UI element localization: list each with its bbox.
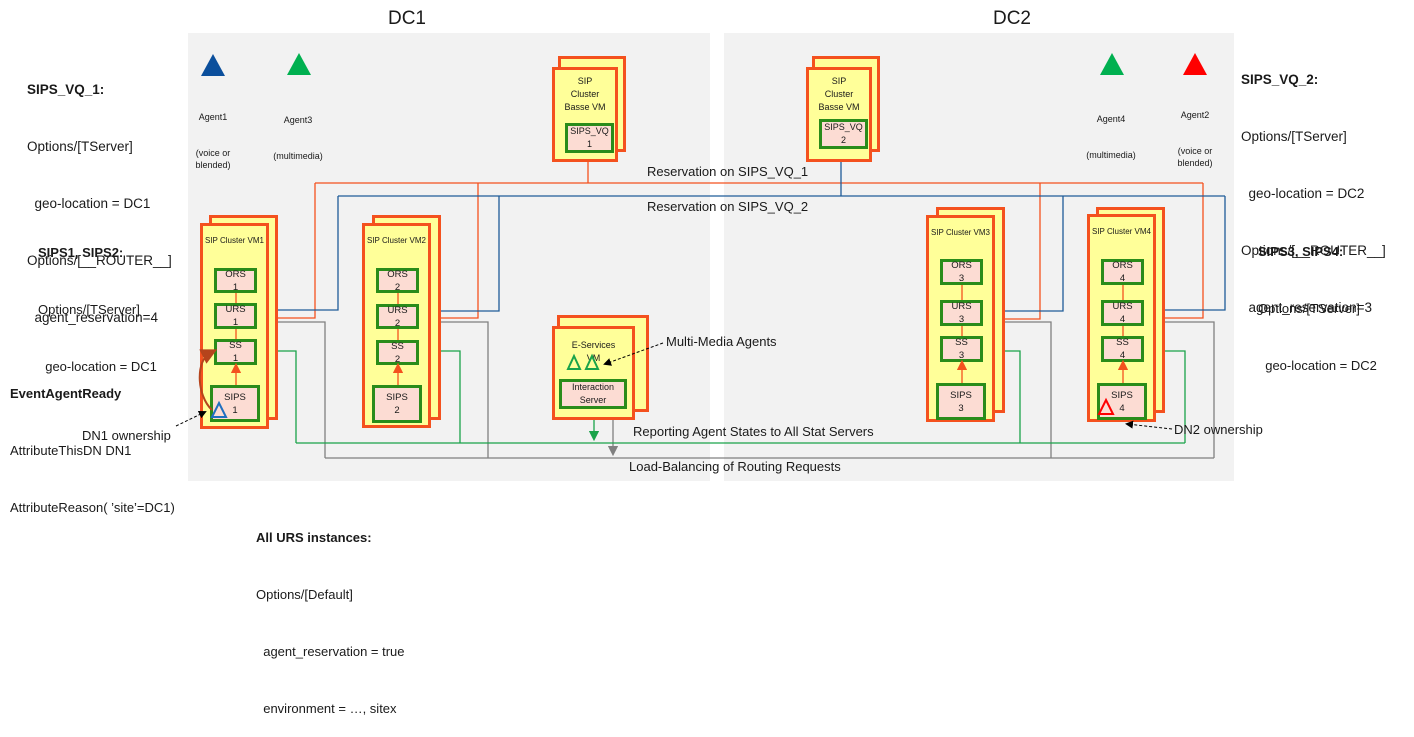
- note-title: SIPS_VQ_2:: [1241, 72, 1319, 87]
- note-title: All URS instances:: [256, 530, 372, 545]
- note-title: SIPS1, SIPS2:: [38, 245, 124, 260]
- component-sips-vq-1[interactable]: SIPS_VQ 1: [565, 123, 614, 153]
- note-line: geo-location = DC1: [38, 359, 157, 374]
- component-ors-4[interactable]: ORS 4: [1101, 259, 1144, 285]
- load-balancing-label: Load-Balancing of Routing Requests: [629, 459, 841, 474]
- component-sips-2[interactable]: SIPS 2: [372, 385, 422, 423]
- multimedia-agent-icon: [584, 353, 600, 370]
- dn2-agent-icon: [1097, 397, 1115, 415]
- note-line: agent_reservation = true: [256, 644, 405, 659]
- component-urs-3[interactable]: URS 3: [940, 300, 983, 326]
- agent4-label: Agent4 (multimedia): [1078, 89, 1144, 173]
- component-sips-vq-2[interactable]: SIPS_VQ 2: [819, 119, 868, 149]
- note-line: agent_reservation=3: [1241, 300, 1372, 315]
- reporting-label: Reporting Agent States to All Stat Serve…: [633, 424, 874, 439]
- note-line: geo-location = DC2: [1258, 358, 1377, 373]
- agent-desc: (voice or blended): [1177, 146, 1213, 168]
- component-ss-3[interactable]: SS 3: [940, 336, 983, 362]
- sips-vq-2-note: SIPS_VQ_2: Options/[TServer] geo-locatio…: [1241, 32, 1386, 336]
- vm-title: SIP Cluster VM3: [931, 228, 990, 237]
- component-ors-3[interactable]: ORS 3: [940, 259, 983, 285]
- note-line: geo-location = DC1: [27, 196, 151, 211]
- vm-box: SIP Cluster Basse VM SIPS_VQ 1: [552, 67, 618, 162]
- multimedia-agent-icon: [566, 353, 582, 370]
- note-title: SIPS3, SIPS4:: [1258, 244, 1344, 259]
- lb-urs4: [1142, 321, 1215, 458]
- component-ors-2[interactable]: ORS 2: [376, 268, 419, 293]
- note-line: Options/[TServer]: [1258, 301, 1360, 316]
- agent-name: Agent3: [283, 115, 313, 125]
- dc2-title: DC2: [992, 8, 1031, 29]
- reservation-vq2-label: Reservation on SIPS_VQ_2: [647, 199, 809, 214]
- agent-name: Agent1: [198, 112, 228, 122]
- note-title: EventAgentReady: [10, 386, 122, 401]
- note-line: Options/[Default]: [256, 587, 353, 602]
- note-line: agent_reservation=4: [27, 310, 158, 325]
- vm-title: SIP Cluster Basse VM: [818, 76, 860, 112]
- dn2-ownership-callout: DN2 ownership: [1174, 422, 1263, 437]
- agent-desc: (multimedia): [273, 151, 323, 161]
- vm-title: SIP Cluster VM4: [1092, 227, 1151, 236]
- note-line: Options/[TServer]: [27, 139, 133, 154]
- reservation-vq1-label: Reservation on SIPS_VQ_1: [647, 164, 809, 179]
- vm-box: SIP Cluster Basse VM SIPS_VQ 2: [806, 67, 872, 162]
- note-line: AttributeThisDN DN1: [10, 443, 132, 458]
- vq2-urs4: [1142, 196, 1226, 311]
- component-urs-2[interactable]: URS 2: [376, 304, 419, 329]
- sips12-note: SIPS1, SIPS2: Options/[TServer] geo-loca…: [38, 205, 157, 395]
- internal-links: [230, 285, 1129, 385]
- agent-desc: (multimedia): [1086, 150, 1136, 160]
- vm-title: SIP Cluster VM2: [367, 236, 426, 245]
- agent-name: Agent4: [1096, 114, 1126, 124]
- event-agent-ready-note: EventAgentReady AttributeThisDN DN1 Attr…: [10, 346, 175, 536]
- lb-urs1: [257, 321, 326, 458]
- agent2-label: Agent2 (voice or blended): [1170, 85, 1220, 181]
- note-line: geo-location = DC2: [1241, 186, 1365, 201]
- note-title: SIPS_VQ_1:: [27, 82, 105, 97]
- component-ors-1[interactable]: ORS 1: [214, 268, 257, 293]
- sips-vq-1-note: SIPS_VQ_1: Options/[TServer] geo-locatio…: [27, 42, 172, 346]
- dn1-ownership-callout: DN1 ownership: [82, 428, 171, 443]
- sips34-note: SIPS3, SIPS4: Options/[TServer] geo-loca…: [1258, 204, 1377, 394]
- component-interaction-server[interactable]: Interaction Server: [559, 379, 627, 409]
- dn1-agent-icon: [210, 400, 228, 418]
- component-urs-1[interactable]: URS 1: [214, 303, 257, 329]
- overlay-lines: [175, 285, 1173, 430]
- vq2-urs1: [257, 196, 339, 311]
- event-agent-ready-arrow: [198, 349, 218, 411]
- dn1-callout-arrow: [175, 411, 207, 427]
- note-line: Options/[__ROUTER__]: [1241, 243, 1386, 258]
- component-urs-4[interactable]: URS 4: [1101, 300, 1144, 326]
- dc1-title: DC1: [387, 8, 426, 29]
- agent2-icon: [1183, 53, 1207, 75]
- note-line: Options/[TServer]: [38, 302, 140, 317]
- multimedia-callout-arrow: [603, 342, 664, 366]
- reservation-vq2-lines: [257, 148, 1226, 312]
- vq2-urs3: [981, 196, 1064, 312]
- vm-title: SIP Cluster Basse VM: [564, 76, 606, 112]
- component-ss-1[interactable]: SS 1: [214, 339, 257, 365]
- note-line: Options/[__ROUTER__]: [27, 253, 172, 268]
- agent1-label: Agent1 (voice or blended): [188, 87, 238, 183]
- agent3-label: Agent3 (multimedia): [265, 90, 331, 174]
- agent-name: Agent2: [1180, 110, 1210, 120]
- note-line: AttributeReason( ’site’=DC1): [10, 500, 175, 515]
- vm-title: SIP Cluster VM1: [205, 236, 264, 245]
- multimedia-agents-callout: Multi-Media Agents: [666, 334, 777, 349]
- note-line: Options/[TServer]: [1241, 129, 1347, 144]
- agent-desc: (voice or blended): [195, 148, 231, 170]
- agent1-icon: [201, 54, 225, 76]
- dn2-callout-arrow: [1125, 420, 1173, 430]
- component-sips-3[interactable]: SIPS 3: [936, 383, 986, 420]
- agent3-icon: [287, 53, 311, 75]
- agent4-icon: [1100, 53, 1124, 75]
- note-line: environment = …, sitex: [256, 701, 397, 716]
